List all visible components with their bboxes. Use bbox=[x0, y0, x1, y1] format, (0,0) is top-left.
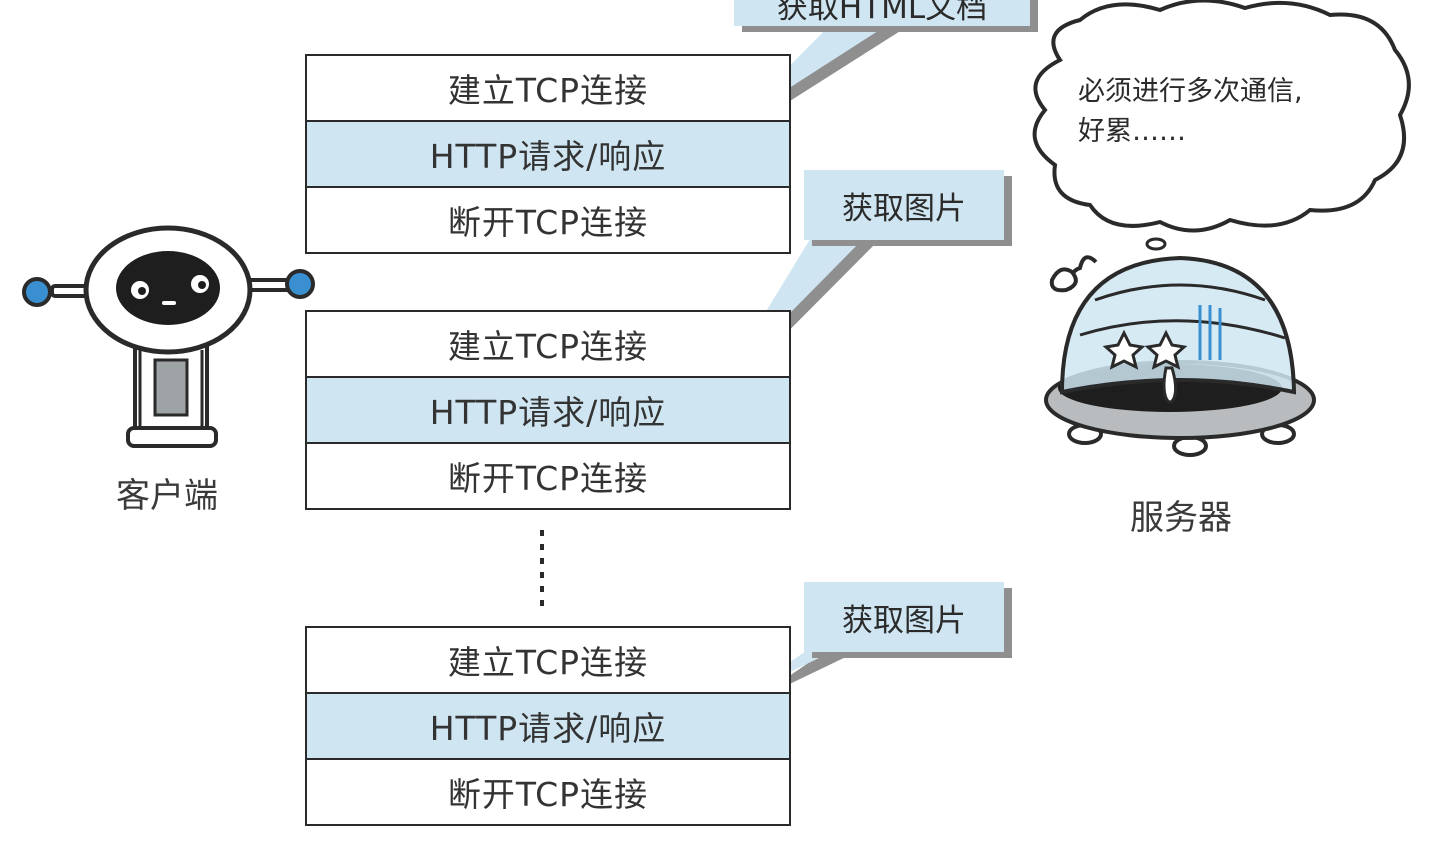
client-label: 客户端 bbox=[116, 476, 218, 516]
callout-second: 获取图片 bbox=[804, 170, 1004, 240]
callout-third: 获取图片 bbox=[804, 582, 1004, 652]
stack-2-row-disconnect: 断开TCP连接 bbox=[307, 442, 789, 508]
stack-1-row-http: HTTP请求/响应 bbox=[307, 120, 789, 186]
client-robot-icon bbox=[22, 225, 315, 448]
connection-stack-1: 建立TCP连接 HTTP请求/响应 断开TCP连接 bbox=[305, 54, 791, 254]
stack-3-row-http: HTTP请求/响应 bbox=[307, 692, 789, 758]
stack-1-row-connect: 建立TCP连接 bbox=[447, 71, 649, 110]
vertical-ellipsis bbox=[540, 530, 544, 606]
thought-text: 必须进行多次通信, 好累…… bbox=[1078, 72, 1303, 152]
stack-1-row-disconnect: 断开TCP连接 bbox=[307, 186, 789, 252]
stack-3-row-connect: 建立TCP连接 bbox=[447, 643, 649, 682]
callout-third-label: 获取图片 bbox=[842, 602, 966, 639]
thought-line-1: 必须进行多次通信, bbox=[1078, 76, 1303, 107]
stack-2-row-connect: 建立TCP连接 bbox=[447, 327, 649, 366]
stack-2-row-http: HTTP请求/响应 bbox=[307, 376, 789, 442]
callout-second-label: 获取图片 bbox=[842, 190, 966, 227]
server-dome-icon bbox=[1044, 255, 1316, 457]
callout-top-partial: 获取HTML文档 bbox=[734, 0, 1030, 26]
thought-line-2: 好累…… bbox=[1078, 116, 1186, 147]
ellipsis-dot bbox=[540, 558, 544, 564]
connection-stack-3: 建立TCP连接 HTTP请求/响应 断开TCP连接 bbox=[305, 626, 791, 826]
ellipsis-dot bbox=[540, 530, 544, 536]
ellipsis-dot bbox=[540, 586, 544, 592]
stack-3-row-disconnect: 断开TCP连接 bbox=[307, 758, 789, 824]
server-label: 服务器 bbox=[1130, 498, 1232, 538]
ellipsis-dot bbox=[540, 544, 544, 550]
ellipsis-dot bbox=[540, 572, 544, 578]
ellipsis-dot bbox=[540, 600, 544, 606]
connection-stack-2: 建立TCP连接 HTTP请求/响应 断开TCP连接 bbox=[305, 310, 791, 510]
callout-top-partial-label: 获取HTML文档 bbox=[776, 0, 988, 26]
